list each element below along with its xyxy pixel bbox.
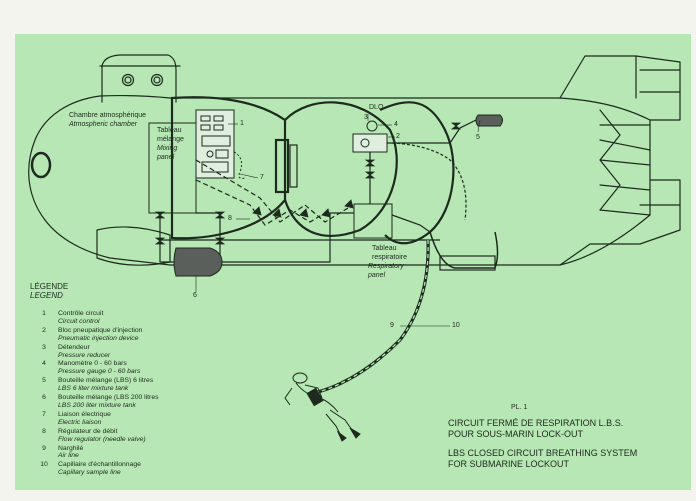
callout-8: 8 (228, 215, 232, 222)
label-resp-en-2: panel (368, 272, 386, 279)
respiratory-panel-box (353, 203, 393, 239)
porthole-right (150, 73, 164, 87)
label-resp-en-1: Respiratory (368, 263, 404, 270)
callout-10: 10 (452, 322, 460, 329)
label-mixing-en-2: panel (157, 154, 175, 161)
bow-porthole (30, 151, 52, 179)
legend-num: 6 (42, 394, 46, 402)
legend-num: 7 (42, 410, 46, 418)
hatch (274, 138, 290, 194)
stern-fin-lower (559, 179, 681, 266)
callout-4: 4 (394, 121, 398, 128)
legend-num: 2 (42, 326, 46, 334)
label-mixing-fr-1: Tableau (157, 127, 182, 134)
legend-en: Flow regulator (needle valve) (58, 435, 146, 443)
callout-1: 1 (240, 120, 244, 127)
callout-9: 9 (390, 322, 394, 329)
label-atmospheric-fr: Chambre atmosphérique (69, 112, 147, 119)
title-fr-1: CIRCUIT FERMÉ DE RESPIRATION L.B.S. (448, 418, 624, 428)
legend-fr: Bloc pneupatique d'injection (58, 326, 143, 334)
injection-device (352, 133, 388, 153)
legend-fr: Bouteille mélange (LBS) 6 litres (58, 377, 154, 385)
mixture-tank-6l (475, 114, 503, 127)
legend-fr: Manomètre 0 - 60 bars (58, 360, 127, 368)
legend-num: 8 (42, 427, 46, 435)
legend-num: 3 (42, 343, 46, 351)
callout-3: 3 (364, 114, 368, 121)
legend-subtitle: LEGEND (30, 291, 63, 300)
title-block: CIRCUIT FERMÉ DE RESPIRATION L.B.S. POUR… (448, 418, 637, 469)
plate-number: PL. 1 (511, 404, 528, 411)
legend-en: Circuit control (58, 317, 100, 325)
legend-fr: Liaison électrique (58, 410, 111, 418)
legend-en: LBS 6 liter mixture tank (58, 385, 129, 393)
callout-6: 6 (193, 292, 197, 299)
label-atmospheric-en: Atmospheric chamber (69, 121, 138, 128)
legend-en: Pressure reducer (58, 351, 111, 359)
lockout-chamber-2 (379, 101, 455, 245)
title-en-1: LBS CLOSED CIRCUIT BREATHING SYSTEM (448, 448, 638, 458)
callout-7: 7 (260, 174, 264, 181)
porthole-left (121, 73, 135, 87)
legend-fr: Narghilé (58, 444, 84, 452)
title-en-2: FOR SUBMARINE LOCKOUT (448, 458, 570, 469)
label-dlo: DLO (369, 104, 384, 111)
pressure-gauge (366, 120, 378, 132)
legend-num: 9 (42, 444, 46, 452)
legend-en: Air line (58, 452, 79, 460)
legend-en: Electric liaison (58, 418, 102, 426)
legend-fr: Capillaire d'échantillonnage (58, 461, 141, 469)
diver-figure (284, 372, 361, 442)
legend-num: 4 (42, 360, 46, 368)
legend-fr: Contrôle circuit (58, 310, 104, 317)
legend-fr: Détendeur (58, 343, 90, 351)
callout-5: 5 (476, 134, 480, 141)
legend-en: Pneumatic injection device (58, 334, 139, 342)
label-resp-fr-1: Tableau (372, 245, 397, 252)
legend-num: 10 (40, 461, 48, 469)
conning-tower (101, 54, 177, 103)
lockout-chamber-1 (283, 101, 398, 237)
legend-fr: Bouteille mélange (LBS 200 litres (58, 394, 159, 402)
legend-en: Pressure gauge 0 - 60 bars (58, 368, 141, 376)
legend-en: Capillary sample line (58, 469, 121, 477)
legend-num: 1 (42, 310, 46, 317)
hose-to-mixture-tank (391, 142, 467, 221)
label-mixing-en-1: Mixing (157, 145, 178, 152)
legend-num: 5 (42, 377, 46, 385)
title-fr-2: POUR SOUS-MARIN LOCK-OUT (448, 428, 584, 439)
legend-en: LBS 200 liter mixture tank (58, 401, 136, 409)
legend-title: LÉGENDE (30, 282, 69, 291)
legend-fr: Régulateur de débit (58, 427, 118, 435)
label-mixing-fr-2: mélange (157, 136, 184, 143)
stern-fin-upper (559, 55, 637, 99)
label-resp-fr-2: respiratoire (372, 254, 408, 261)
valve (154, 211, 166, 219)
callout-2: 2 (396, 133, 400, 140)
green-plate-background (15, 34, 691, 490)
mixture-tank-200l (173, 247, 223, 277)
